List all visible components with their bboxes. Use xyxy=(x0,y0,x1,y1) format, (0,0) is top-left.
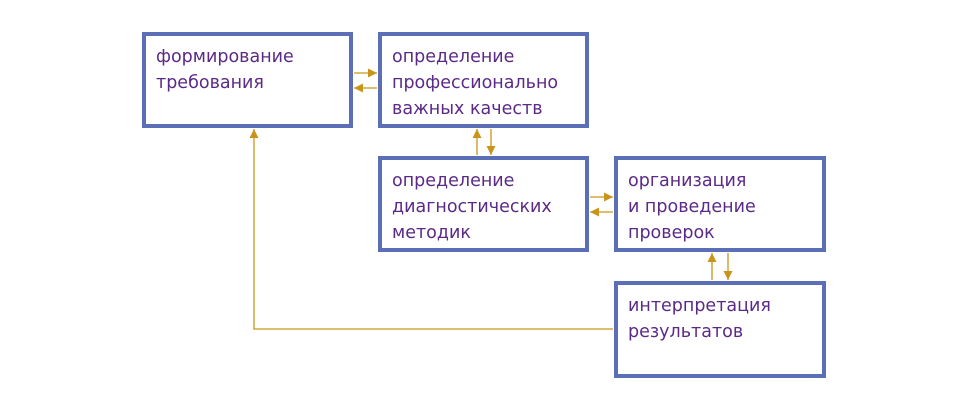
node-checks: организация и проведение проверок xyxy=(614,156,826,252)
node-results: интерпретация результатов xyxy=(614,281,826,378)
node-requirements: формирование требования xyxy=(142,32,353,128)
arrow-results-to-requirements xyxy=(249,129,613,330)
node-qualities: определение профессионально важных качес… xyxy=(378,32,589,128)
node-methods: определение диагностических методик xyxy=(378,156,589,252)
